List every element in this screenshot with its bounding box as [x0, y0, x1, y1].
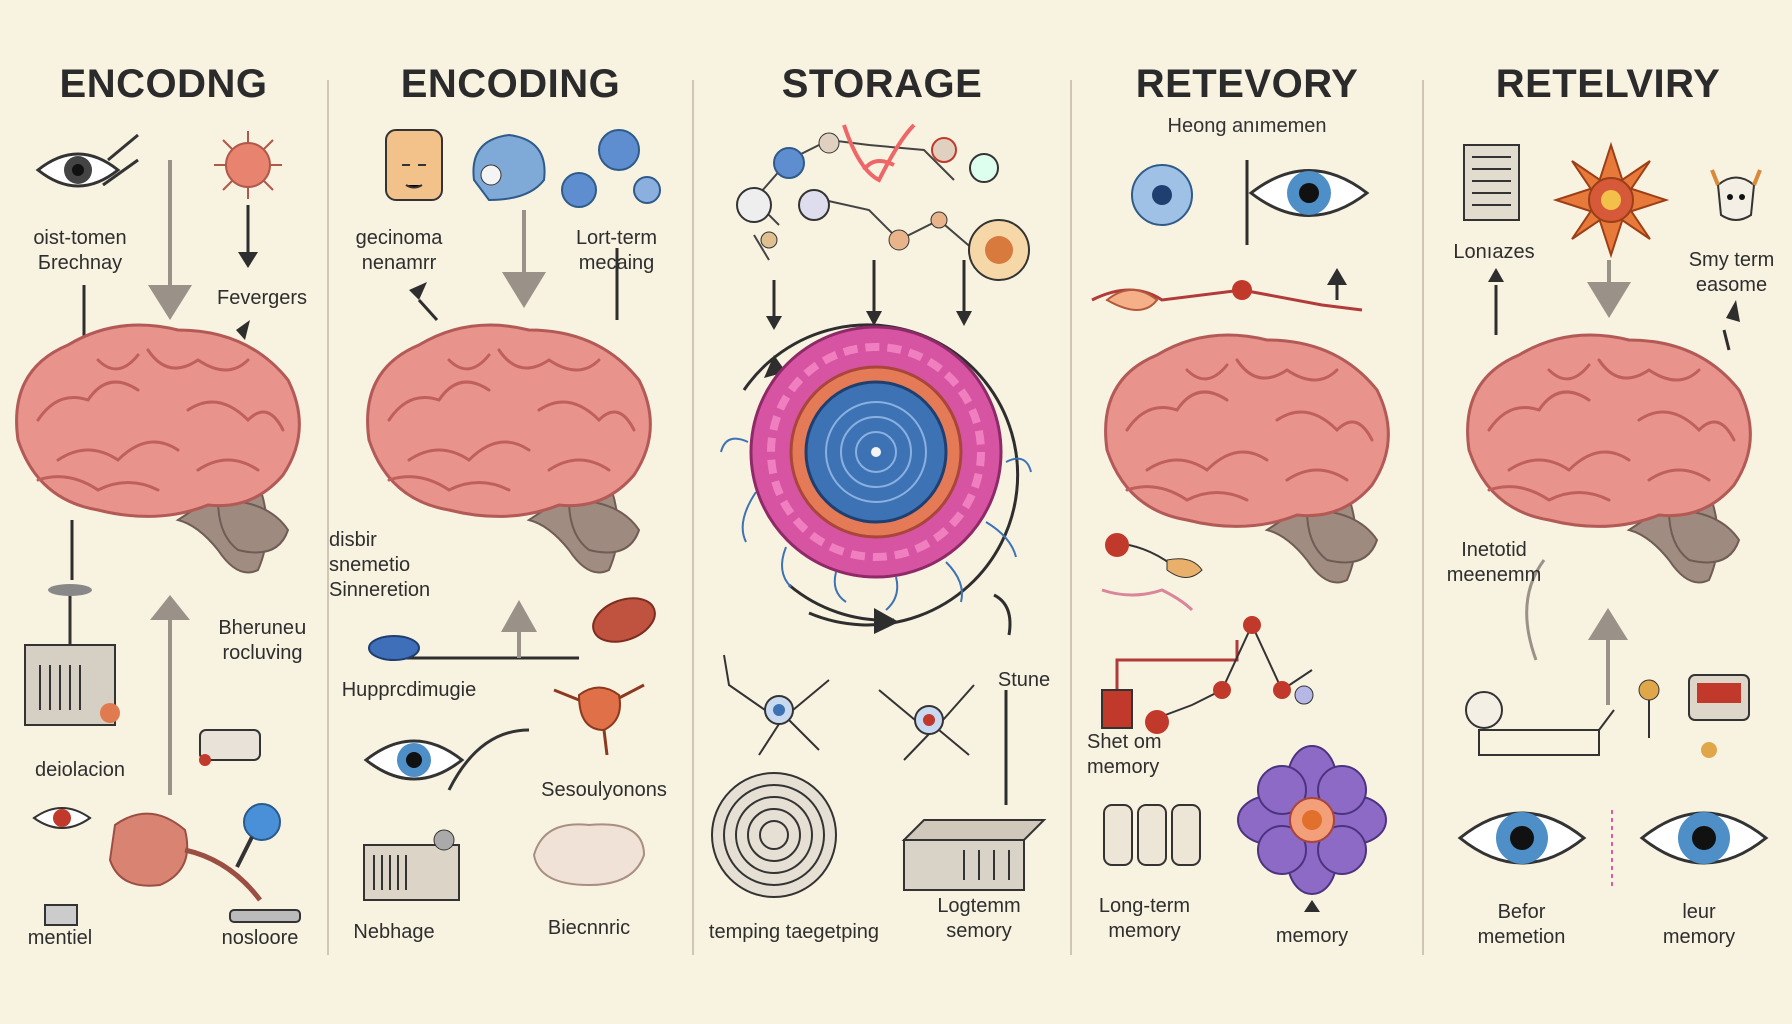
panel-encoding-1: ENCODNG [0, 0, 327, 1024]
storage-device-icon [901, 819, 1047, 891]
eye-icon [32, 807, 92, 829]
panel-illustration [711, 123, 1047, 898]
panel-illustration [15, 131, 301, 926]
panel-divider [692, 80, 694, 955]
panel-illustration [363, 129, 661, 901]
creature-icon [1710, 169, 1762, 221]
neuron-icon [723, 654, 830, 756]
label: Bheruneս rocluving [218, 617, 307, 664]
brain-icon [366, 323, 652, 574]
eye-icon [1639, 811, 1769, 865]
panel-subtitle: Heong anımemen [1167, 115, 1327, 137]
panel-title: STORAGE [781, 62, 983, 106]
arrow-icon [82, 160, 258, 340]
eye-icon [363, 739, 465, 781]
label: Sesoulyonons [541, 779, 667, 801]
monitor-icon [1688, 674, 1750, 758]
label: oist-tomen Бrechnay [33, 227, 127, 274]
label: Smy term easome [1688, 249, 1775, 296]
neuron-icon [1105, 289, 1159, 311]
meter-icon [44, 904, 78, 926]
brain-icon [1466, 333, 1752, 584]
label: mentiel [27, 927, 93, 949]
label: Stune [997, 669, 1051, 691]
organ-icon [592, 597, 656, 643]
panel-divider [1422, 80, 1424, 955]
brain-icon [1104, 333, 1390, 584]
brain-scan-icon [472, 133, 546, 202]
eye-icon [1248, 169, 1370, 217]
panel-title: ENCODING [400, 62, 621, 106]
probe-icon [1638, 679, 1660, 738]
device-icon [1465, 691, 1615, 756]
memory-module-icon [1103, 804, 1201, 866]
label: Shet om memory [1087, 731, 1162, 778]
flower-icon [1237, 745, 1387, 895]
label: Biecnnric [547, 917, 631, 939]
label: Lonıazes [1453, 241, 1535, 263]
tool-icon [229, 909, 301, 923]
document-icon [1463, 144, 1520, 221]
label: Inetotid meenemm [1446, 539, 1542, 586]
label: memory [1275, 925, 1349, 947]
neuron-icon [736, 132, 1030, 281]
label: Fevergers [216, 287, 308, 309]
label: nosloore [221, 927, 299, 949]
panel-retrieval-2: RETELVIRY [1424, 0, 1792, 1024]
neuron-icon [553, 683, 645, 756]
eye-icon [1131, 164, 1193, 226]
scanner-icon [363, 829, 460, 901]
neuron-icon [561, 129, 661, 208]
organ-icon [108, 812, 262, 902]
label: Long-term memory [1098, 895, 1191, 942]
label: Befor memetion [1477, 901, 1566, 948]
panel-storage: STORAGE [694, 0, 1070, 1024]
panel-divider [327, 80, 329, 955]
storage-ring-icon [720, 325, 1032, 611]
device-icon [199, 729, 261, 766]
label: deiolacion [34, 759, 126, 781]
neuron-icon [878, 684, 975, 761]
panel-illustration [1091, 160, 1390, 912]
panel-title: RETELVIRY [1495, 62, 1721, 106]
panel-encoding-2: ENCODING [329, 0, 692, 1024]
tissue-icon [532, 823, 646, 887]
panel-title: RETEVORY [1135, 62, 1359, 106]
spiral-icon [711, 772, 837, 898]
flower-icon [1552, 141, 1670, 259]
probe-icon [368, 635, 420, 661]
label: Nebhage [353, 921, 435, 943]
brain-icon [15, 323, 301, 574]
panel-title: ENCODNG [59, 62, 268, 106]
panel-retrieval-1: RETEVORY Heong anımemen [1072, 0, 1422, 1024]
storage-device-icon [24, 584, 120, 726]
eye-icon [1457, 811, 1587, 865]
panel-divider [1070, 80, 1072, 955]
microphone-icon [235, 803, 281, 868]
label: gecinoma nenamrr [355, 227, 443, 274]
panel-illustration [1457, 141, 1769, 890]
label: temping taegetping [708, 921, 880, 943]
virus-icon [214, 131, 282, 199]
label: Hupprcdimugie [341, 679, 477, 701]
face-icon [385, 129, 443, 201]
label: disbir snemetio Sinneretion [329, 529, 431, 601]
label: Logtemm semory [937, 895, 1021, 942]
eye-icon [35, 133, 139, 188]
label: leur memory [1662, 901, 1736, 948]
label: Lort-term mecaing [575, 227, 658, 274]
